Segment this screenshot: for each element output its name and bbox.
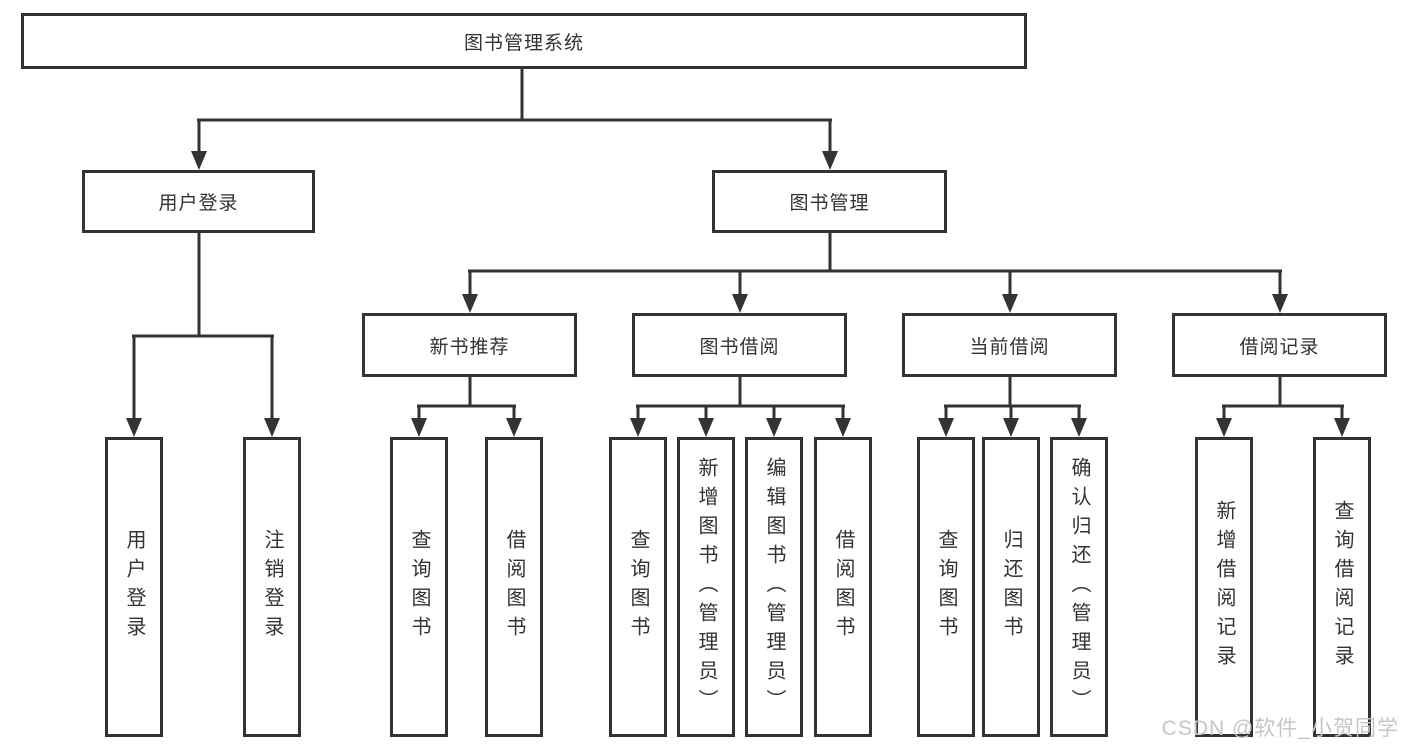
leaf-search-borrow-record: 查询借阅记录 xyxy=(1313,437,1371,737)
leaf-user-login: 用户登录 xyxy=(105,437,163,737)
leaf-add-borrow-record: 新增借阅记录 xyxy=(1195,437,1253,737)
leaf-borrow-books: 借阅图书 xyxy=(814,437,872,737)
leaf-search-books-recommend: 查询图书 xyxy=(390,437,448,737)
connector-current-borrow xyxy=(938,377,1087,437)
leaf-return-book: 归还图书 xyxy=(982,437,1040,737)
leaf-label: 用户登录 xyxy=(123,529,145,645)
leaf-label: 借阅图书 xyxy=(832,529,854,645)
leaf-logout: 注销登录 xyxy=(243,437,301,737)
leaf-label: 查询图书 xyxy=(935,529,957,645)
connector-new-book-recommend xyxy=(411,377,522,437)
node-root: 图书管理系统 xyxy=(21,13,1027,69)
leaf-label: 借阅图书 xyxy=(503,529,525,645)
node-book-management: 图书管理 xyxy=(712,170,947,233)
node-current-borrow: 当前借阅 xyxy=(902,313,1117,377)
leaf-edit-book-admin: 编辑图书（管理员） xyxy=(745,437,803,737)
leaf-search-books-current: 查询图书 xyxy=(917,437,975,737)
leaf-label: 确认归还（管理员） xyxy=(1068,456,1090,718)
leaf-label: 新增借阅记录 xyxy=(1213,500,1235,674)
leaf-label: 新增图书（管理员） xyxy=(695,456,717,718)
leaf-label: 注销登录 xyxy=(261,529,283,645)
connector-user-login xyxy=(126,233,280,437)
node-book-borrow: 图书借阅 xyxy=(632,313,847,377)
leaf-label: 查询图书 xyxy=(627,529,649,645)
node-new-book-recommend: 新书推荐 xyxy=(362,313,577,377)
connector-borrow-records xyxy=(1216,377,1350,437)
leaf-label: 查询图书 xyxy=(408,529,430,645)
watermark: CSDN @软件_小贺同学 xyxy=(1161,717,1399,740)
node-borrow-records: 借阅记录 xyxy=(1172,313,1387,377)
connector-root xyxy=(191,69,838,170)
node-user-login: 用户登录 xyxy=(82,170,315,233)
leaf-label: 归还图书 xyxy=(1000,529,1022,645)
leaf-confirm-return-admin: 确认归还（管理员） xyxy=(1050,437,1108,737)
connector-book-management xyxy=(462,233,1288,313)
leaf-label: 查询借阅记录 xyxy=(1331,500,1353,674)
leaf-label: 编辑图书（管理员） xyxy=(763,456,785,718)
connector-book-borrow xyxy=(630,377,851,437)
leaf-add-book-admin: 新增图书（管理员） xyxy=(677,437,735,737)
leaf-borrow-books-recommend: 借阅图书 xyxy=(485,437,543,737)
leaf-search-books-borrow: 查询图书 xyxy=(609,437,667,737)
